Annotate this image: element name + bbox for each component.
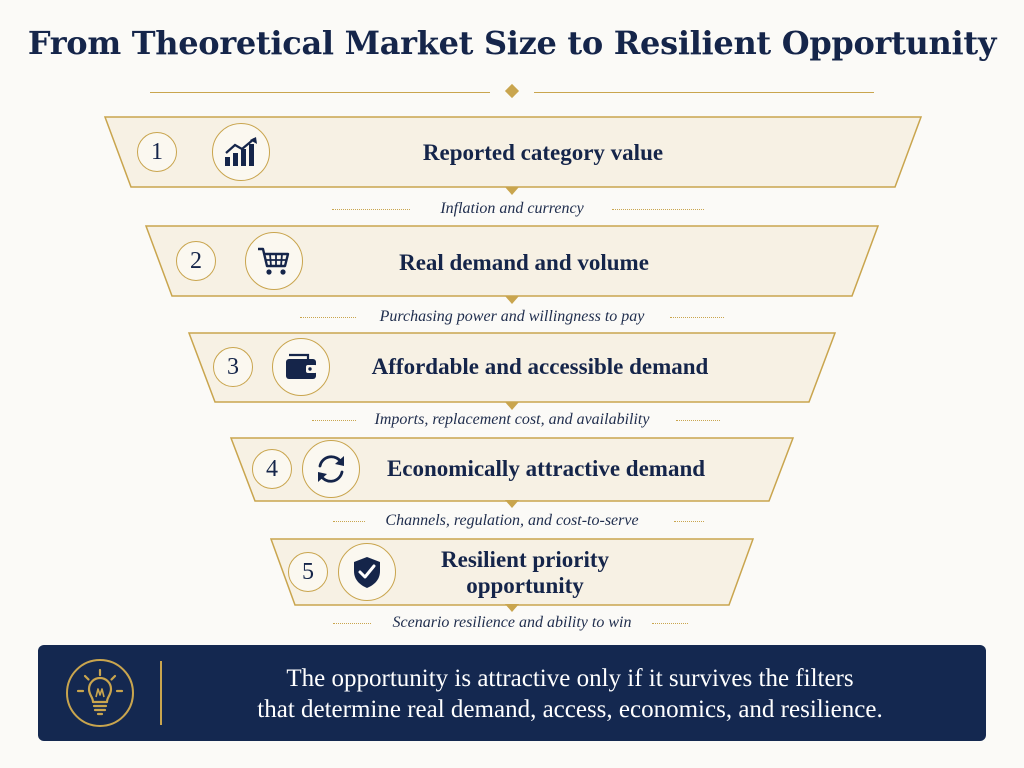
page-title: From Theoretical Market Size to Resilien… <box>27 24 997 62</box>
filter-1-text: Inflation and currency <box>440 200 584 217</box>
stage-2-shape <box>144 225 880 297</box>
refresh-cycle-icon <box>302 440 360 498</box>
banner-divider <box>160 661 162 725</box>
stage-3-shape <box>187 332 837 403</box>
filter-5-dots-left <box>333 623 371 624</box>
stage-1-number: 1 <box>137 132 177 172</box>
stage-1-label: Reported category value <box>422 140 664 165</box>
filter-4-text: Channels, regulation, and cost-to-serve <box>385 512 639 529</box>
wallet-icon <box>272 338 330 396</box>
stage-4-shape <box>229 437 795 502</box>
filter-3-text: Imports, replacement cost, and availabil… <box>374 411 650 428</box>
funnel-stage-2: 2 Real demand and volume <box>144 225 880 297</box>
filter-2-dots-right <box>670 317 724 318</box>
conclusion-text: The opportunity is attractive only if it… <box>178 663 962 725</box>
filter-5: Scenario resilience and ability to win <box>0 613 1024 633</box>
stage-5-label: Resilient priority opportunity <box>441 547 609 599</box>
filter-2: Purchasing power and willingness to pay <box>0 307 1024 327</box>
stage-5-label-line1: Resilient priority <box>441 547 609 572</box>
filter-3-dots-left <box>312 420 356 421</box>
shopping-cart-icon <box>245 232 303 290</box>
stage-2-label: Real demand and volume <box>399 250 649 275</box>
filter-3: Imports, replacement cost, and availabil… <box>0 410 1024 430</box>
connector-arrow-1 <box>505 187 519 195</box>
conclusion-banner: The opportunity is attractive only if it… <box>38 645 986 741</box>
growth-chart-icon <box>212 123 270 181</box>
stage-1-shape <box>103 116 923 188</box>
filter-1-dots-right <box>612 209 704 210</box>
conclusion-line-1: The opportunity is attractive only if it… <box>286 665 854 692</box>
filter-3-dots-right <box>676 420 720 421</box>
stage-3-label: Affordable and accessible demand <box>371 354 709 379</box>
stage-2-number: 2 <box>176 241 216 281</box>
connector-arrow-4 <box>505 500 519 508</box>
connector-arrow-5 <box>505 604 519 612</box>
conclusion-line-2: that determine real demand, access, econ… <box>257 696 883 723</box>
filter-5-text: Scenario resilience and ability to win <box>392 614 632 631</box>
filter-2-text: Purchasing power and willingness to pay <box>379 308 645 325</box>
stage-5-number: 5 <box>288 552 328 592</box>
filter-4-dots-left <box>333 521 365 522</box>
filter-4-dots-right <box>674 521 704 522</box>
title-rule-left <box>150 92 490 93</box>
connector-arrow-2 <box>505 296 519 304</box>
connector-arrow-3 <box>505 402 519 410</box>
funnel-stage-1: 1 Reported category value <box>103 116 923 188</box>
filter-4: Channels, regulation, and cost-to-serve <box>0 511 1024 531</box>
lightbulb-icon <box>66 659 134 727</box>
stage-4-number: 4 <box>252 449 292 489</box>
stage-3-number: 3 <box>213 347 253 387</box>
shield-check-icon <box>338 543 396 601</box>
title-rule-right <box>534 92 874 93</box>
filter-1-dots-left <box>332 209 410 210</box>
stage-5-label-line2: opportunity <box>466 573 584 598</box>
title-diamond-ornament <box>504 83 520 99</box>
funnel-stage-5: 5 Resilient priority opportunity <box>269 538 755 606</box>
filter-5-dots-right <box>652 623 688 624</box>
filter-2-dots-left <box>300 317 356 318</box>
stage-4-label: Economically attractive demand <box>386 456 706 481</box>
funnel-stage-3: 3 Affordable and accessible demand <box>187 332 837 403</box>
funnel-stage-4: 4 Economically attractive demand <box>229 437 795 502</box>
filter-1: Inflation and currency <box>0 199 1024 219</box>
